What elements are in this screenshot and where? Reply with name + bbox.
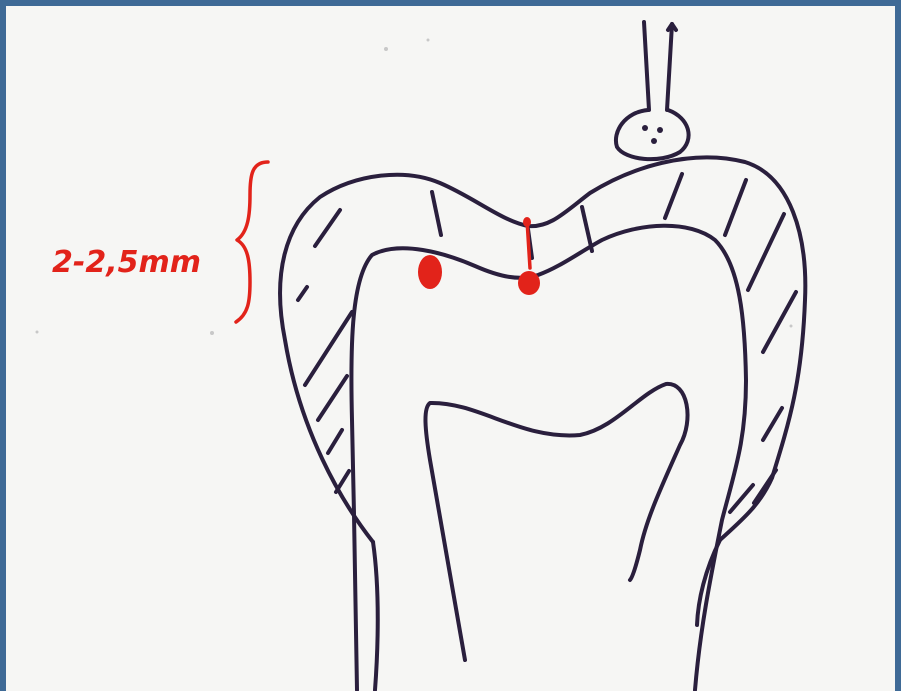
caries-spot-fissure bbox=[518, 271, 540, 295]
caries-spot-left bbox=[418, 255, 442, 289]
fissure-top-dot bbox=[523, 217, 531, 227]
measurement-label: 2-2,5mm bbox=[52, 245, 201, 280]
